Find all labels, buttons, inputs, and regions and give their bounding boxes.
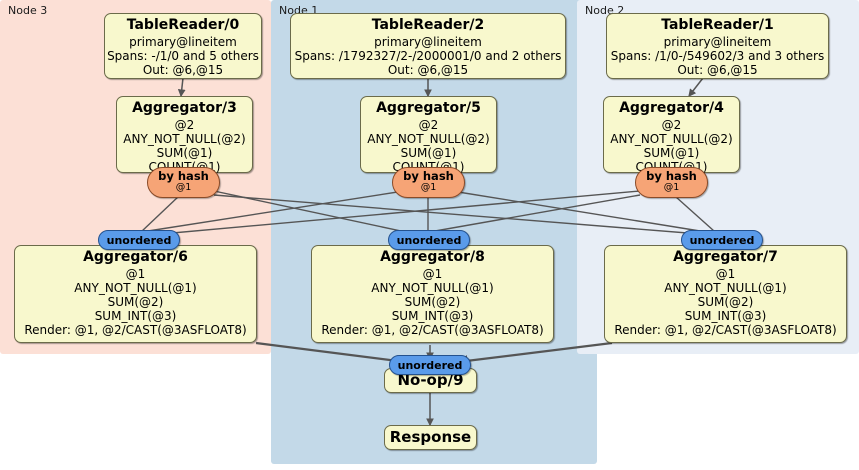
- synchronizer-label: unordered: [397, 358, 463, 372]
- node-line: ANY_NOT_NULL(@1): [74, 280, 197, 295]
- router-by-hash-left[interactable]: by hash @1: [147, 167, 220, 198]
- router-by-hash-right[interactable]: by hash @1: [635, 167, 708, 198]
- node-aggregator-8[interactable]: Aggregator/8 @1 ANY_NOT_NULL(@1) SUM(@2)…: [311, 245, 554, 343]
- node-title: Aggregator/3: [132, 100, 237, 116]
- router-sublabel: @1: [420, 181, 437, 193]
- node-aggregator-6[interactable]: Aggregator/6 @1 ANY_NOT_NULL(@1) SUM(@2)…: [14, 245, 257, 343]
- node-line: ANY_NOT_NULL(@2): [610, 131, 733, 146]
- node-line: Spans: /1792327/2-/2000001/0 and 2 other…: [294, 48, 562, 63]
- node-tablereader-0[interactable]: TableReader/0 primary@lineitem Spans: -/…: [104, 13, 262, 79]
- node-line: @2: [418, 117, 439, 132]
- router-label: by hash: [403, 169, 454, 183]
- node-line: @2: [174, 117, 195, 132]
- node-aggregator-3[interactable]: Aggregator/3 @2 ANY_NOT_NULL(@2) SUM(@1)…: [116, 96, 253, 174]
- node-title: Aggregator/8: [380, 249, 485, 265]
- synchronizer-label: unordered: [689, 233, 755, 247]
- node-line: Out: @6,@15: [677, 62, 758, 77]
- node-title: Aggregator/5: [376, 100, 481, 116]
- node-line: primary@lineitem: [663, 34, 772, 49]
- node-aggregator-5[interactable]: Aggregator/5 @2 ANY_NOT_NULL(@2) SUM(@1)…: [360, 96, 497, 174]
- node-line: primary@lineitem: [129, 34, 237, 49]
- synchronizer-label: unordered: [106, 233, 172, 247]
- synchronizer-unordered-left[interactable]: unordered: [98, 230, 180, 250]
- node-line: ANY_NOT_NULL(@1): [371, 280, 494, 295]
- node-line: Spans: -/1/0 and 5 others: [107, 48, 259, 63]
- node-line: Out: @6,@15: [142, 62, 224, 77]
- router-by-hash-mid[interactable]: by hash @1: [392, 167, 465, 198]
- node-line: @1: [125, 266, 146, 281]
- node-line: ANY_NOT_NULL(@2): [367, 131, 490, 146]
- synchronizer-label: unordered: [396, 233, 462, 247]
- node-line: SUM(@1): [156, 145, 213, 160]
- node-aggregator-4[interactable]: Aggregator/4 @2 ANY_NOT_NULL(@2) SUM(@1)…: [603, 96, 740, 174]
- router-sublabel: @1: [175, 181, 192, 193]
- node-line: Out: @6,@15: [387, 62, 469, 77]
- node-panel-label-node3: Node 3: [8, 4, 48, 17]
- router-label: by hash: [646, 169, 697, 183]
- synchronizer-unordered-final[interactable]: unordered: [389, 355, 471, 375]
- node-line: ANY_NOT_NULL(@2): [123, 131, 246, 146]
- node-line: SUM(@2): [404, 294, 461, 309]
- node-line: SUM(@2): [107, 294, 164, 309]
- node-line: Render: @1, @2/CAST(@3ASFLOAT8): [614, 323, 837, 338]
- node-title: TableReader/1: [661, 17, 774, 33]
- node-line: SUM(@1): [400, 145, 457, 160]
- node-line: ANY_NOT_NULL(@1): [664, 280, 787, 295]
- node-title: Aggregator/7: [673, 249, 778, 265]
- node-line: SUM_INT(@3): [391, 308, 474, 323]
- node-title: Aggregator/4: [619, 100, 724, 116]
- synchronizer-unordered-mid[interactable]: unordered: [388, 230, 470, 250]
- node-line: SUM_INT(@3): [94, 308, 177, 323]
- node-tablereader-1[interactable]: TableReader/1 primary@lineitem Spans: /1…: [606, 13, 829, 79]
- node-title: No-op/9: [397, 371, 464, 390]
- node-aggregator-7[interactable]: Aggregator/7 @1 ANY_NOT_NULL(@1) SUM(@2)…: [604, 245, 847, 343]
- synchronizer-unordered-right[interactable]: unordered: [681, 230, 763, 250]
- node-line: @1: [715, 266, 736, 281]
- router-label: by hash: [158, 169, 209, 183]
- node-line: Spans: /1/0-/549602/3 and 3 others: [610, 48, 825, 63]
- node-response[interactable]: Response: [384, 425, 477, 450]
- node-line: SUM_INT(@3): [684, 308, 767, 323]
- node-line: Render: @1, @2/CAST(@3ASFLOAT8): [321, 323, 544, 338]
- node-line: Render: @1, @2/CAST(@3ASFLOAT8): [24, 323, 247, 338]
- node-tablereader-2[interactable]: TableReader/2 primary@lineitem Spans: /1…: [290, 13, 566, 79]
- node-title: TableReader/2: [371, 17, 485, 33]
- node-line: SUM(@1): [643, 145, 700, 160]
- node-line: @1: [422, 266, 443, 281]
- router-sublabel: @1: [663, 181, 680, 193]
- node-line: primary@lineitem: [374, 34, 482, 49]
- node-line: SUM(@2): [697, 294, 754, 309]
- node-title: Response: [389, 428, 472, 447]
- node-title: TableReader/0: [126, 17, 240, 33]
- node-title: Aggregator/6: [83, 249, 188, 265]
- node-line: @2: [661, 117, 682, 132]
